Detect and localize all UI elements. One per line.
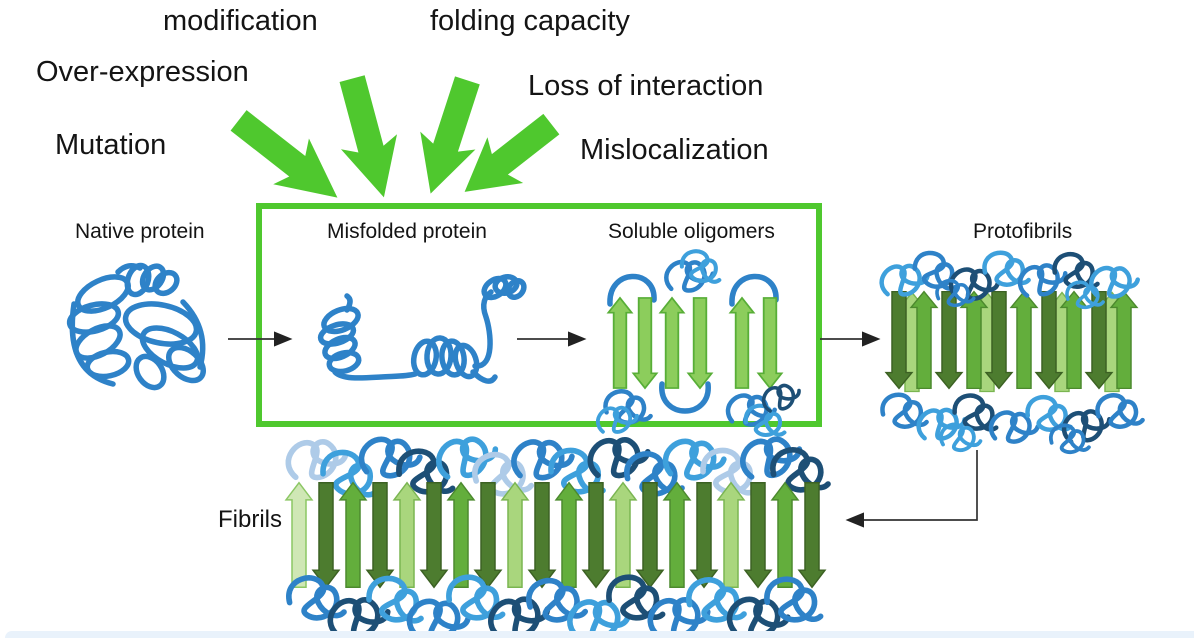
stage-label-soluble-oligomers: Soluble oligomers	[608, 220, 775, 243]
native-protein-illustration	[66, 262, 206, 391]
soluble-oligomers-illustration	[592, 246, 806, 441]
misfolding-stage-box	[256, 203, 822, 427]
stress-arrow-icon-2	[324, 71, 412, 205]
stress-factor-over-expression: Over-expression	[36, 56, 249, 88]
fibril-beta-sheet	[285, 482, 826, 588]
stress-factor-mislocalization: Mislocalization	[580, 134, 769, 166]
stage-label-fibrils: Fibrils	[218, 506, 282, 533]
stress-factor-mutation: Mutation	[55, 129, 167, 161]
fibril-bottom-coils	[285, 571, 829, 638]
protofibrils-illustration	[877, 247, 1146, 459]
stage-label-misfolded-protein: Misfolded protein	[327, 220, 487, 243]
protofibril-beta-sheet	[885, 290, 1138, 393]
flow-arrows	[228, 331, 978, 528]
footer-bar	[5, 631, 1194, 638]
stress-arrow-icon-1	[220, 97, 356, 221]
misfolded-protein-illustration	[317, 274, 527, 384]
stress-factor-folding-capacity: folding capacity	[430, 5, 630, 37]
stage-label-protofibrils: Protofibrils	[973, 220, 1073, 243]
protofibril-bottom-coils	[879, 390, 1146, 459]
flow-arrow-icon-protofibrils-to-fibrils	[845, 450, 978, 528]
fibrils-illustration	[283, 427, 835, 638]
stress-factor-loss-of-interaction: Loss of interaction	[528, 70, 764, 102]
stress-arrows	[220, 71, 570, 221]
stress-factor-modification: modification	[163, 5, 318, 37]
stage-label-native-protein: Native protein	[75, 220, 205, 243]
